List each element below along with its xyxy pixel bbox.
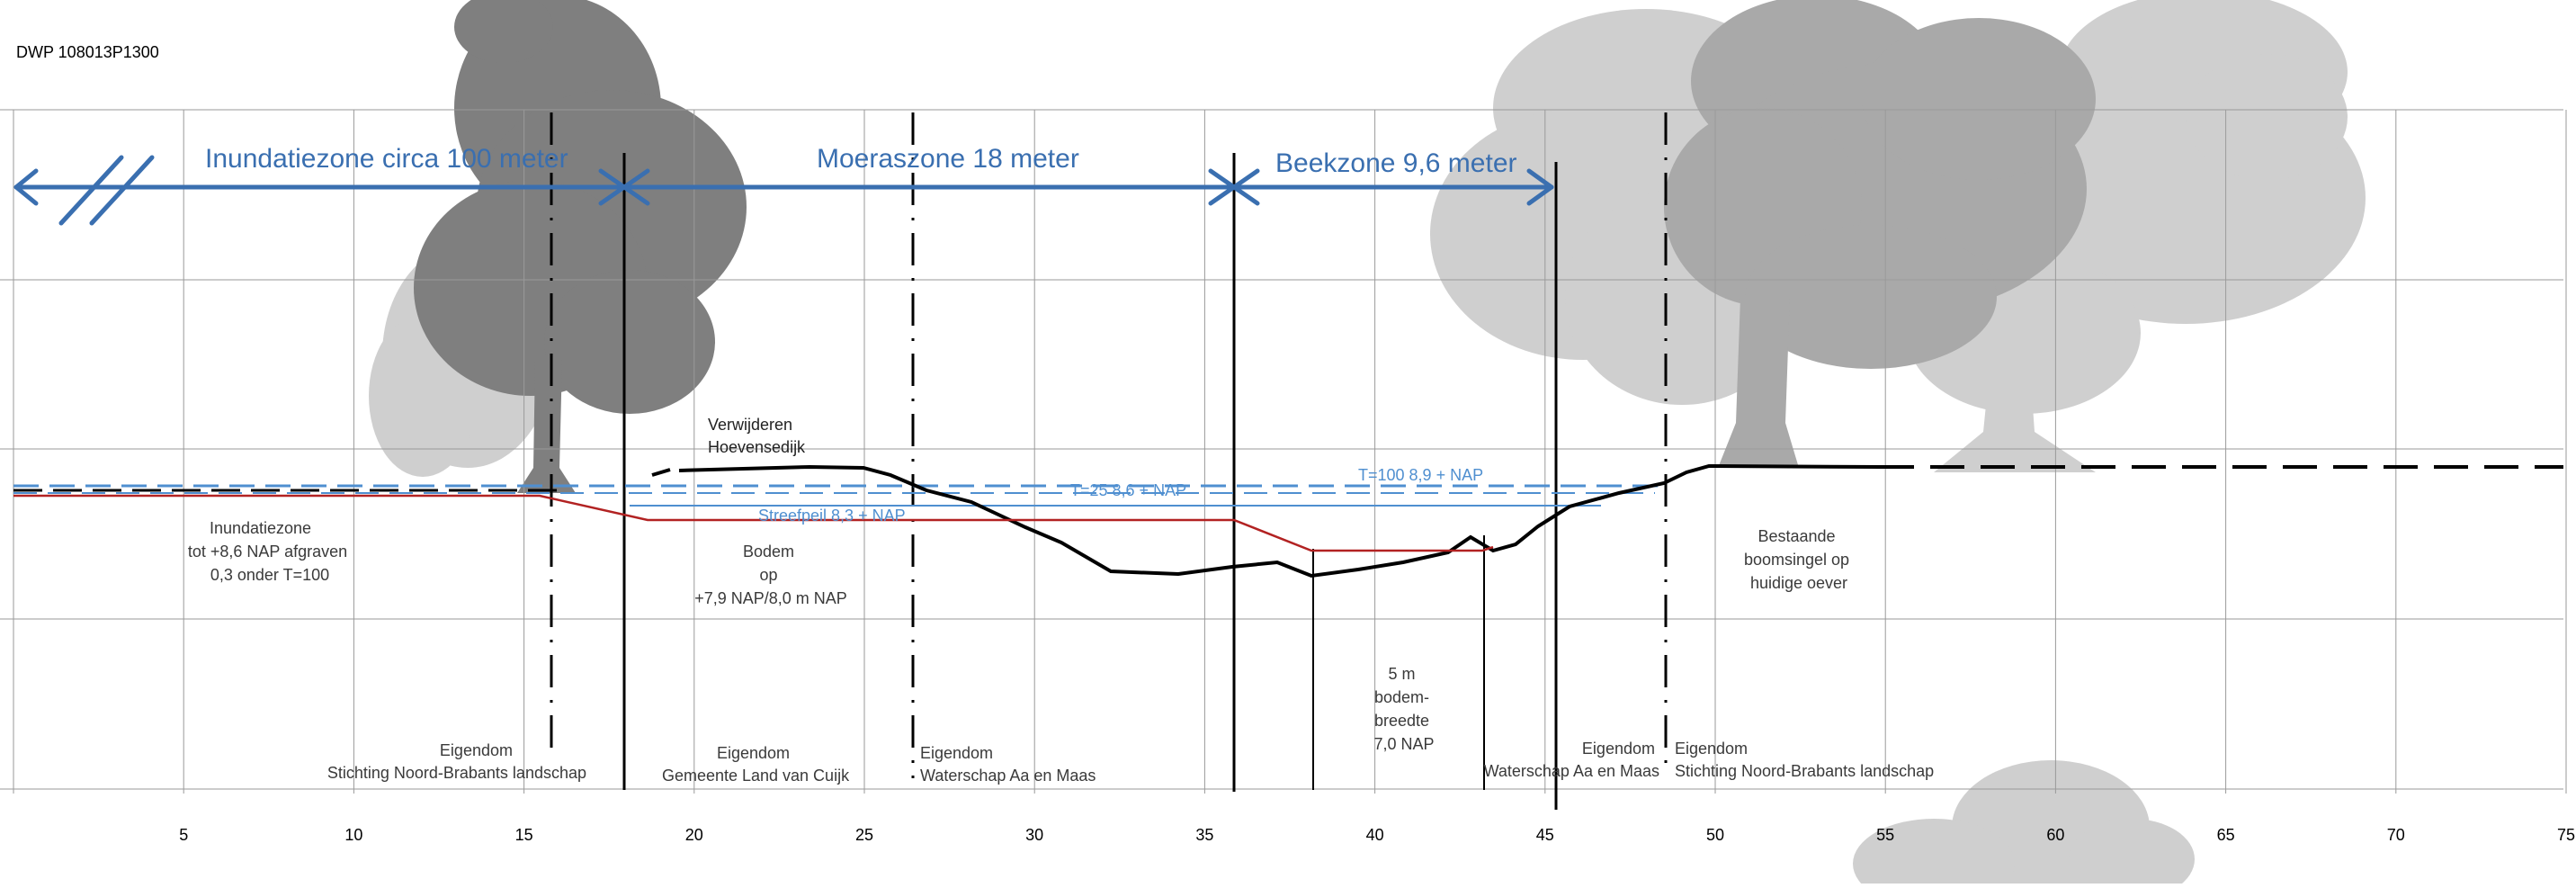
x-tick-label: 35 <box>1195 826 1213 844</box>
tree-right-mid <box>1664 0 2096 468</box>
x-tick-label: 70 <box>2387 826 2405 844</box>
verwijderen-note: Verwijderen Hoevensedijk <box>708 416 806 456</box>
x-tick-label: 45 <box>1536 826 1554 844</box>
zone-break-mark <box>58 155 124 226</box>
zone-label-moeras: Moeraszone 18 meter <box>817 144 1079 174</box>
existing-ground-line <box>651 463 1881 579</box>
zone-label-beek: Beekzone 9,6 meter <box>1275 148 1517 178</box>
bodembreedte-note: 5 m bodem- breedte 7,0 NAP <box>1373 665 1434 753</box>
x-tick-label: 10 <box>344 826 362 844</box>
zone-arrowhead <box>1526 168 1554 206</box>
bestaande-note: Bestaande boomsingel op huidige oever <box>1744 527 1854 592</box>
tree-silhouettes <box>369 0 2366 888</box>
zone-break-mark <box>89 155 155 226</box>
water-level-lines <box>13 484 1664 507</box>
zone-arrowhead <box>598 168 650 206</box>
zone-label-inundatie: Inundatiezone circa 100 meter <box>205 144 568 174</box>
ownership-waterschap-right: Eigendom Waterschap Aa en Maas <box>1484 740 1659 780</box>
tree-left-dark <box>414 0 747 493</box>
ownership-gemeente: Eigendom Gemeente Land van Cuijk <box>662 744 850 785</box>
x-tick-label: 75 <box>2557 826 2575 844</box>
terrain-profile <box>13 463 2563 579</box>
t25-label: T=25 8,6 + NAP <box>1070 481 1186 499</box>
x-tick-label: 55 <box>1876 826 1894 844</box>
ownership-stichting-right: Eigendom Stichting Noord-Brabants landsc… <box>1675 740 1934 780</box>
zone-arrowhead <box>13 168 39 206</box>
x-tick-label: 5 <box>179 826 188 844</box>
t100-label: T=100 8,9 + NAP <box>1358 466 1483 484</box>
x-tick-label: 50 <box>1706 826 1724 844</box>
ownership-labels: Eigendom Stichting Noord-Brabants landsc… <box>327 740 1934 785</box>
bodem-note: Bodem op +7,9 NAP/8,0 m NAP <box>694 543 847 607</box>
zone-arrowhead <box>1208 168 1260 206</box>
zone-labels: Inundatiezone circa 100 meter Moeraszone… <box>205 144 1517 178</box>
streefpeil-label: Streefpeil 8,3 + NAP <box>758 507 906 525</box>
boundary-lines <box>550 112 1668 810</box>
water-level-labels: T=100 8,9 + NAP T=25 8,6 + NAP Streefpei… <box>758 466 1483 525</box>
x-tick-label: 65 <box>2217 826 2235 844</box>
zone-dimensions <box>13 155 1554 226</box>
x-tick-label: 40 <box>1366 826 1384 844</box>
drawing-id: DWP 108013P1300 <box>16 43 159 61</box>
x-axis: 5 10 15 20 25 30 35 40 45 50 55 60 65 70 75 <box>179 826 2575 844</box>
ownership-stichting-left: Eigendom Stichting Noord-Brabants landsc… <box>327 741 586 782</box>
inundatie-note: Inundatiezone tot +8,6 NAP afgraven 0,3 … <box>188 519 352 584</box>
x-tick-label: 15 <box>515 826 533 844</box>
annotations: Verwijderen Hoevensedijk Inundatiezone t… <box>188 416 1854 753</box>
x-tick-label: 60 <box>2046 826 2064 844</box>
x-tick-label: 25 <box>855 826 873 844</box>
x-tick-label: 30 <box>1025 826 1043 844</box>
x-tick-label: 20 <box>685 826 703 844</box>
design-profile-line <box>13 494 1494 552</box>
ownership-waterschap-left: Eigendom Waterschap Aa en Maas <box>920 744 1096 785</box>
grid <box>0 109 2567 794</box>
